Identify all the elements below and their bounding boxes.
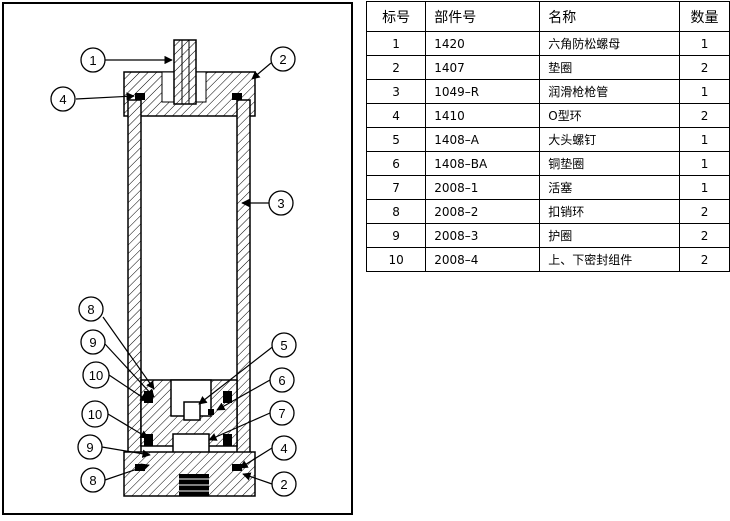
cell-item-no: 3 (365, 79, 427, 104)
cell-qty: 1 (679, 127, 730, 152)
callout-balloon: 2 (270, 46, 296, 72)
cell-name: 垫圈 (539, 55, 681, 80)
callout-balloon: 10 (82, 361, 110, 389)
copper-washer (208, 409, 214, 415)
cell-part-no: 1408–BA (425, 151, 541, 176)
cell-part-no: 1410 (425, 103, 541, 128)
header-item-no: 标号 (365, 1, 427, 32)
cell-item-no: 1 (365, 31, 427, 56)
cell-part-no: 1420 (425, 31, 541, 56)
cell-part-no: 2008–4 (425, 247, 541, 272)
callout-balloon: 9 (80, 329, 106, 355)
cell-name: 活塞 (539, 175, 681, 200)
svg-text:5: 5 (280, 338, 287, 353)
svg-text:6: 6 (278, 373, 285, 388)
svg-text:9: 9 (86, 440, 93, 455)
cell-part-no: 2008–1 (425, 175, 541, 200)
cell-part-no: 1408–A (425, 127, 541, 152)
svg-text:4: 4 (280, 441, 287, 456)
header-part-no: 部件号 (425, 1, 541, 32)
callout-balloon: 6 (269, 367, 295, 393)
cell-name: 铜垫圈 (539, 151, 681, 176)
cell-item-no: 10 (365, 247, 427, 272)
callout-balloon: 4 (50, 86, 76, 112)
svg-text:9: 9 (89, 335, 96, 350)
seal-upper-left (144, 391, 153, 403)
svg-text:2: 2 (280, 477, 287, 492)
bottom-cap (123, 451, 256, 497)
callouts: 1 2 4 3 8 9 10 5 6 10 7 9 4 8 2 (50, 46, 297, 497)
callout-balloon: 3 (268, 190, 294, 216)
cell-name: 大头螺钉 (539, 127, 681, 152)
svg-text:4: 4 (59, 92, 66, 107)
cell-part-no: 1407 (425, 55, 541, 80)
cell-qty: 1 (679, 175, 730, 200)
o-ring-top-left (135, 93, 145, 100)
cell-name: 六角防松螺母 (539, 31, 681, 56)
svg-text:3: 3 (277, 196, 284, 211)
callout-balloon: 5 (271, 332, 297, 358)
hex-lock-nut (173, 39, 197, 105)
cell-name: 上、下密封组件 (539, 247, 681, 272)
seal-lower-left (144, 434, 153, 446)
cell-part-no: 2008–3 (425, 223, 541, 248)
callout-balloon: 8 (78, 296, 104, 322)
svg-text:8: 8 (89, 473, 96, 488)
callout-balloon: 1 (80, 47, 106, 73)
cell-part-no: 1049–R (425, 79, 541, 104)
header-qty: 数量 (679, 1, 730, 32)
cell-part-no: 2008–2 (425, 199, 541, 224)
cell-item-no: 2 (365, 55, 427, 80)
cell-name: O型环 (539, 103, 681, 128)
cell-name: 护圈 (539, 223, 681, 248)
cell-qty: 2 (679, 103, 730, 128)
seal-upper-right (223, 391, 232, 403)
o-ring-top-right (232, 93, 242, 100)
cell-qty: 1 (679, 31, 730, 56)
seal-lower-right (223, 434, 232, 446)
cell-item-no: 8 (365, 199, 427, 224)
cell-qty: 1 (679, 79, 730, 104)
table-header-row: 标号 部件号 名称 数量 (365, 1, 730, 32)
callout-balloon: 7 (269, 400, 295, 426)
svg-text:10: 10 (88, 407, 102, 422)
cell-qty: 1 (679, 151, 730, 176)
assembly-drawing: 1 2 4 3 8 9 10 5 6 10 7 9 4 8 2 (2, 2, 353, 515)
cell-item-no: 9 (365, 223, 427, 248)
header-name: 名称 (539, 1, 681, 32)
svg-text:10: 10 (89, 368, 103, 383)
svg-text:1: 1 (89, 53, 96, 68)
svg-text:8: 8 (87, 302, 94, 317)
cell-item-no: 6 (365, 151, 427, 176)
callout-balloon: 9 (77, 434, 103, 460)
cell-qty: 2 (679, 223, 730, 248)
callout-balloon: 2 (271, 471, 297, 497)
callout-balloon: 8 (80, 467, 106, 493)
o-ring-bottom-right (232, 464, 242, 471)
cell-item-no: 4 (365, 103, 427, 128)
cell-item-no: 5 (365, 127, 427, 152)
cell-name: 润滑枪枪管 (539, 79, 681, 104)
cell-name: 扣销环 (539, 199, 681, 224)
cell-qty: 2 (679, 55, 730, 80)
cell-qty: 2 (679, 199, 730, 224)
cell-item-no: 7 (365, 175, 427, 200)
callout-balloon: 10 (81, 400, 109, 428)
callout-balloon: 4 (271, 435, 297, 461)
grease-gun-cross-section: 1 2 4 3 8 9 10 5 6 10 7 9 4 8 2 (50, 39, 297, 497)
svg-text:7: 7 (278, 406, 285, 421)
cell-qty: 2 (679, 247, 730, 272)
svg-text:2: 2 (279, 52, 286, 67)
